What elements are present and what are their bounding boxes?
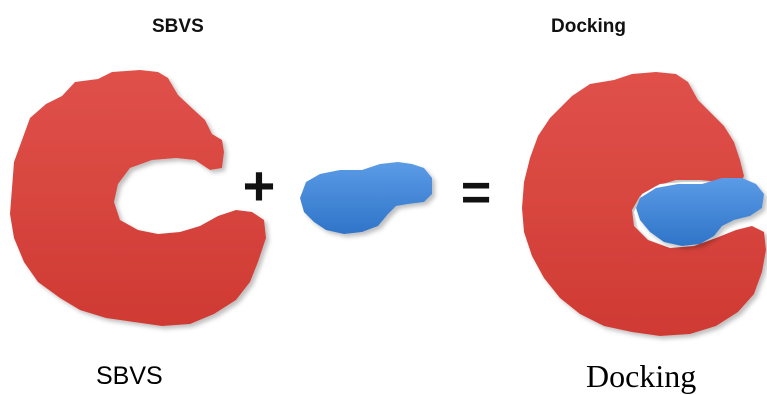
receptor-left-shape xyxy=(10,70,266,326)
sbvs-caption: SBVS xyxy=(96,362,163,391)
equals-operator: = xyxy=(461,164,491,222)
plus-operator: + xyxy=(243,154,276,217)
docking-caption: Docking xyxy=(586,358,696,395)
ligand-free-shape xyxy=(300,162,432,234)
